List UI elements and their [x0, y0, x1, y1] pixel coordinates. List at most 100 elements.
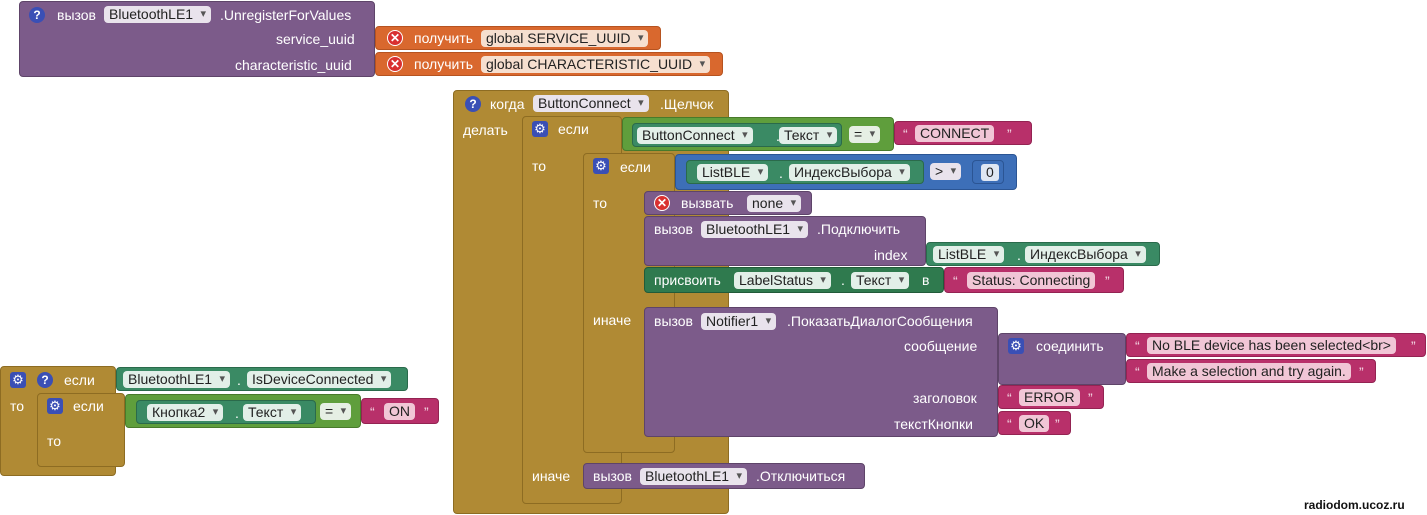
- component-dropdown[interactable]: Кнопка2: [147, 404, 224, 421]
- string-error-block[interactable]: “ ERROR ”: [998, 385, 1104, 409]
- call-label: вызов: [654, 221, 693, 237]
- watermark-text: radiodom.ucoz.ru: [1304, 498, 1405, 512]
- open-quote: “: [903, 126, 908, 142]
- property-dropdown[interactable]: ИндексВыбора: [789, 164, 910, 181]
- string-value[interactable]: ON: [384, 403, 415, 420]
- property-dropdown[interactable]: Текст: [779, 127, 838, 144]
- method-label: .Отключиться: [756, 468, 846, 484]
- call-label: вызов: [593, 468, 632, 484]
- call-procedure-label: вызвать: [681, 195, 734, 211]
- if-button-block[interactable]: ⚙ если то: [37, 393, 125, 467]
- open-quote: “: [1135, 364, 1140, 380]
- button2-text-getter[interactable]: Кнопка2 . Текст: [136, 400, 316, 424]
- join-block[interactable]: ⚙ соединить: [998, 333, 1126, 385]
- notifier-dialog-block[interactable]: вызов Notifier1 .ПоказатьДиалогСообщения…: [644, 307, 998, 437]
- dot-separator: .: [237, 372, 241, 388]
- compare-block-connect[interactable]: ButtonConnect . Текст =: [622, 117, 894, 151]
- property-dropdown[interactable]: IsDeviceConnected: [247, 371, 392, 388]
- help-icon[interactable]: ?: [37, 372, 53, 388]
- button-text-getter[interactable]: ButtonConnect . Текст: [632, 123, 842, 147]
- to-label: в: [922, 272, 930, 288]
- dot-separator: .: [841, 272, 845, 288]
- string-status-block[interactable]: “ Status: Connecting ”: [944, 267, 1124, 293]
- string-value[interactable]: Status: Connecting: [967, 272, 1096, 289]
- gear-icon[interactable]: ⚙: [47, 398, 63, 414]
- property-dropdown[interactable]: ИндексВыбора: [1025, 246, 1146, 263]
- button-text-label: текстКнопки: [894, 416, 973, 432]
- gear-icon[interactable]: ⚙: [1008, 338, 1024, 354]
- open-quote: “: [953, 273, 958, 289]
- unregister-call-block[interactable]: ? вызов BluetoothLE1 .UnregisterForValue…: [19, 1, 375, 77]
- component-dropdown[interactable]: BluetoothLE1: [640, 468, 748, 485]
- component-dropdown[interactable]: BluetoothLE1: [104, 6, 212, 23]
- string-connect-block[interactable]: “ CONNECT ”: [894, 121, 1032, 145]
- open-quote: “: [370, 404, 375, 420]
- listble-index-getter-2[interactable]: ListBLE . ИндексВыбора: [926, 242, 1160, 266]
- is-device-connected-getter[interactable]: BluetoothLE1 . IsDeviceConnected: [116, 367, 408, 391]
- operator-dropdown[interactable]: =: [320, 403, 352, 420]
- gear-icon[interactable]: ⚙: [10, 372, 26, 388]
- event-name-label: .Щелчок: [660, 96, 714, 112]
- open-quote: “: [1007, 390, 1012, 406]
- string-ok-block[interactable]: “ OK ”: [998, 411, 1071, 435]
- compare-block-on[interactable]: Кнопка2 . Текст =: [125, 394, 361, 428]
- error-icon[interactable]: ✕: [654, 195, 670, 211]
- string-value[interactable]: CONNECT: [915, 125, 995, 142]
- if-label: если: [620, 159, 651, 175]
- component-dropdown[interactable]: ListBLE: [933, 246, 1005, 263]
- component-dropdown[interactable]: ListBLE: [697, 164, 769, 181]
- gear-icon[interactable]: ⚙: [532, 121, 548, 137]
- operator-dropdown[interactable]: =: [849, 126, 881, 143]
- close-quote: ”: [1055, 416, 1060, 432]
- string-msg2-block[interactable]: “ Make a selection and try again. ”: [1126, 359, 1376, 383]
- close-quote: ”: [1411, 338, 1416, 354]
- call-label: вызов: [654, 313, 693, 329]
- index-label: index: [874, 247, 908, 263]
- component-dropdown[interactable]: LabelStatus: [734, 272, 831, 289]
- number-value[interactable]: 0: [981, 164, 999, 181]
- help-icon[interactable]: ?: [465, 96, 481, 112]
- number-block[interactable]: 0: [972, 160, 1004, 184]
- property-dropdown[interactable]: Текст: [243, 404, 302, 421]
- gear-icon[interactable]: ⚙: [593, 158, 609, 174]
- then-label: то: [47, 433, 62, 449]
- string-value[interactable]: OK: [1019, 415, 1050, 432]
- else-label: иначе: [532, 468, 571, 484]
- get-characteristic-uuid-block[interactable]: ✕ получить global CHARACTERISTIC_UUID: [375, 52, 723, 76]
- string-on-block[interactable]: “ ON ”: [361, 398, 439, 424]
- component-dropdown[interactable]: ButtonConnect: [533, 95, 649, 112]
- variable-dropdown[interactable]: global SERVICE_UUID: [481, 30, 649, 47]
- component-dropdown[interactable]: Notifier1: [701, 313, 777, 330]
- property-dropdown[interactable]: Текст: [851, 272, 910, 289]
- string-value[interactable]: ERROR: [1019, 389, 1080, 406]
- set-label-text-block[interactable]: присвоить LabelStatus . Текст в: [644, 267, 944, 293]
- string-value[interactable]: Make a selection and try again.: [1147, 363, 1351, 380]
- if-label: если: [73, 398, 104, 414]
- method-label: .UnregisterForValues: [220, 7, 352, 23]
- close-quote: ”: [1088, 390, 1093, 406]
- help-icon[interactable]: ?: [29, 7, 45, 23]
- connect-call-block[interactable]: вызов BluetoothLE1 .Подключить index: [644, 216, 926, 266]
- close-quote: ”: [424, 404, 429, 420]
- disconnect-call-block[interactable]: вызов BluetoothLE1 .Отключиться: [583, 463, 865, 489]
- variable-dropdown[interactable]: global CHARACTERISTIC_UUID: [481, 56, 711, 73]
- if-label: если: [558, 121, 589, 137]
- component-dropdown[interactable]: BluetoothLE1: [123, 371, 231, 388]
- title-label: заголовок: [913, 390, 977, 406]
- dot-separator: .: [1017, 247, 1021, 263]
- open-quote: “: [1007, 416, 1012, 432]
- operator-dropdown[interactable]: >: [930, 163, 962, 180]
- component-dropdown[interactable]: BluetoothLE1: [701, 221, 809, 238]
- error-icon[interactable]: ✕: [387, 30, 403, 46]
- compare-block-index[interactable]: ListBLE . ИндексВыбора > 0: [675, 154, 1017, 190]
- error-icon[interactable]: ✕: [387, 56, 403, 72]
- call-procedure-block[interactable]: ✕ вызвать none: [644, 191, 812, 215]
- string-value[interactable]: No BLE device has been selected<br>: [1147, 337, 1396, 354]
- get-label: получить: [414, 56, 474, 72]
- component-dropdown[interactable]: ButtonConnect: [637, 127, 753, 144]
- string-msg1-block[interactable]: “ No BLE device has been selected<br> ”: [1126, 333, 1426, 357]
- get-service-uuid-block[interactable]: ✕ получить global SERVICE_UUID: [375, 26, 661, 50]
- method-label: .Подключить: [817, 221, 901, 237]
- listble-index-getter[interactable]: ListBLE . ИндексВыбора: [686, 160, 924, 184]
- procedure-dropdown[interactable]: none: [747, 195, 802, 212]
